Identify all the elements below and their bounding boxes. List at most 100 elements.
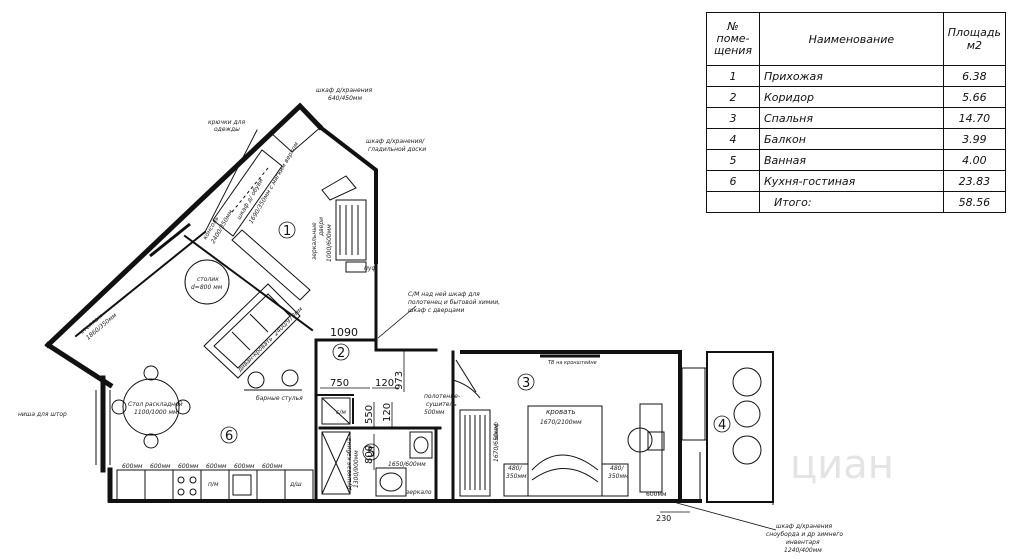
cell-room-name: Прихожая <box>759 65 944 87</box>
dining-table <box>111 365 191 449</box>
label-mirror-doors-size: 1000/600мм <box>326 224 333 262</box>
label-shower: душевая кабина <box>346 438 353 491</box>
window-left <box>95 390 111 465</box>
label-kitchen-module-5: 600мм <box>234 463 255 470</box>
label-wardrobe-bed-size: 1670/650мм <box>493 424 500 462</box>
cell-area: 6.38 <box>942 65 1007 87</box>
coffee-table <box>184 259 230 305</box>
label-hooks-2: одежды <box>214 126 240 133</box>
table-total-row: Итого: 58.56 <box>706 191 1007 213</box>
label-kitchen-module-4: 600мм <box>206 463 227 470</box>
table-row: 1 Прихожая 6.38 <box>706 65 1007 87</box>
kitchen-run <box>116 469 314 501</box>
dim-600: 600мм <box>646 491 667 498</box>
cell-total-empty <box>706 191 760 213</box>
label-wardrobe-top-size: 640/450мм <box>328 95 362 102</box>
cell-room-number: 1 <box>706 65 760 87</box>
label-wardrobe-ironing: шкаф д/хранения/ <box>366 138 425 145</box>
table-row: 5 Ванная 4.00 <box>706 149 1007 171</box>
room-1: 1 <box>283 224 291 239</box>
cell-room-number: 3 <box>706 107 760 129</box>
label-wm-note: С/М над ней шкаф для <box>408 291 480 298</box>
label-nightstand-right-2: 350мм <box>608 473 629 480</box>
dim-750: 750 <box>330 378 349 389</box>
label-mirror: зеркало <box>406 489 432 496</box>
header-room-name: Наименование <box>759 12 944 66</box>
label-shower-size: 1300/900мм <box>353 450 360 488</box>
table-row: 6 Кухня-гостиная 23.83 <box>706 170 1007 192</box>
label-nightstand-right: 480/ <box>610 465 624 472</box>
cell-area: 5.66 <box>942 86 1007 108</box>
label-towel-dryer-size: 500мм <box>424 409 445 416</box>
cell-room-number: 5 <box>706 149 760 171</box>
cell-area: 23.83 <box>942 170 1007 192</box>
cell-area: 4.00 <box>942 149 1007 171</box>
label-balcony-storage-size: 1240/400мм <box>784 547 822 554</box>
table-row: 2 Коридор 5.66 <box>706 86 1007 108</box>
label-coffee-table-size: d=800 мм <box>191 284 223 291</box>
label-wardrobe-bed: шкаф <box>493 422 500 440</box>
label-kitchen-module-3: 600мм <box>178 463 199 470</box>
label-wardrobe-ironing-2: гладильной доски <box>368 146 426 153</box>
watermark: циан <box>790 442 894 488</box>
label-bar-stools: барные стулья <box>256 395 303 402</box>
bedroom-fixtures <box>452 354 665 497</box>
cell-area: 14.70 <box>942 107 1007 129</box>
label-towel-dryer-2: сушитель <box>426 401 457 408</box>
dim-120a: 120 <box>375 378 394 389</box>
room-3: 3 <box>522 376 530 391</box>
cell-room-number: 6 <box>706 170 760 192</box>
room-numbers <box>220 221 731 461</box>
dim-973: 973 <box>394 371 405 390</box>
room-number-labels: 1 2 3 4 5 6 <box>225 224 726 461</box>
label-wm-note-3: шкаф с дверцами <box>408 307 465 314</box>
label-balcony-storage: шкаф д/хранения <box>776 523 832 530</box>
label-kitchen-module-1: 600мм <box>122 463 143 470</box>
label-nightstand-left-2: 350мм <box>506 473 527 480</box>
label-bed: кровать <box>546 408 576 416</box>
cell-room-name: Балкон <box>759 128 944 150</box>
label-dsh: д/ш <box>289 481 302 488</box>
table-row: 4 Балкон 3.99 <box>706 128 1007 150</box>
cell-area: 3.99 <box>942 128 1007 150</box>
cell-room-name: Ванная <box>759 149 944 171</box>
cell-total-area: 58.56 <box>942 191 1007 213</box>
bathroom-fixtures <box>321 397 433 497</box>
table-row: 3 Спальня 14.70 <box>706 107 1007 129</box>
walls <box>44 102 702 503</box>
room-5: 5 <box>367 446 375 461</box>
dimension-text: 1090 750 120 973 550 120 800 230 600мм <box>330 326 671 523</box>
room-area-table: № поме- щения Наименование Площадь м2 1 … <box>706 12 1007 213</box>
label-balcony-storage-2: сноуборда и др зимнего <box>766 531 843 538</box>
label-mirror-doors: зеркальные <box>311 222 318 260</box>
label-mirror-doors-2: двери <box>318 217 325 237</box>
header-room-number: № поме- щения <box>706 12 760 66</box>
dim-120b: 120 <box>382 403 393 422</box>
label-balcony-storage-3: инвентаря <box>786 539 820 546</box>
dim-1090: 1090 <box>330 326 358 339</box>
room-6: 6 <box>225 429 233 444</box>
dim-800: 800 <box>364 445 375 464</box>
cell-room-name: Спальня <box>759 107 944 129</box>
dim-230: 230 <box>656 514 671 523</box>
sofa <box>203 283 301 379</box>
header-area: Площадь м2 <box>942 12 1007 66</box>
label-pouf: пуф <box>364 265 377 272</box>
label-bed-size: 1670/2100мм <box>540 419 582 426</box>
label-nightstand-left: 480/ <box>508 465 522 472</box>
label-coffee-table: столик <box>197 276 219 283</box>
balcony <box>680 351 774 505</box>
cell-room-number: 4 <box>706 128 760 150</box>
label-hooks: крючки для <box>208 119 245 126</box>
cell-room-name: Коридор <box>759 86 944 108</box>
label-tv-bracket: ТВ на кронштейне <box>548 360 597 366</box>
label-kitchen-module-6: 600мм <box>262 463 283 470</box>
label-kitchen-module-2: 600мм <box>150 463 171 470</box>
label-wm-note-2: полотенец и бытовой химии, <box>408 299 500 306</box>
dim-550: 550 <box>364 405 375 424</box>
label-wardrobe-top: шкаф д/хранения <box>316 87 372 94</box>
label-dining-table-size: 1100/1000 мм <box>134 409 178 416</box>
cell-total-label: Итого: <box>759 191 944 213</box>
label-curtain-niche: ниша для штор <box>18 411 67 418</box>
